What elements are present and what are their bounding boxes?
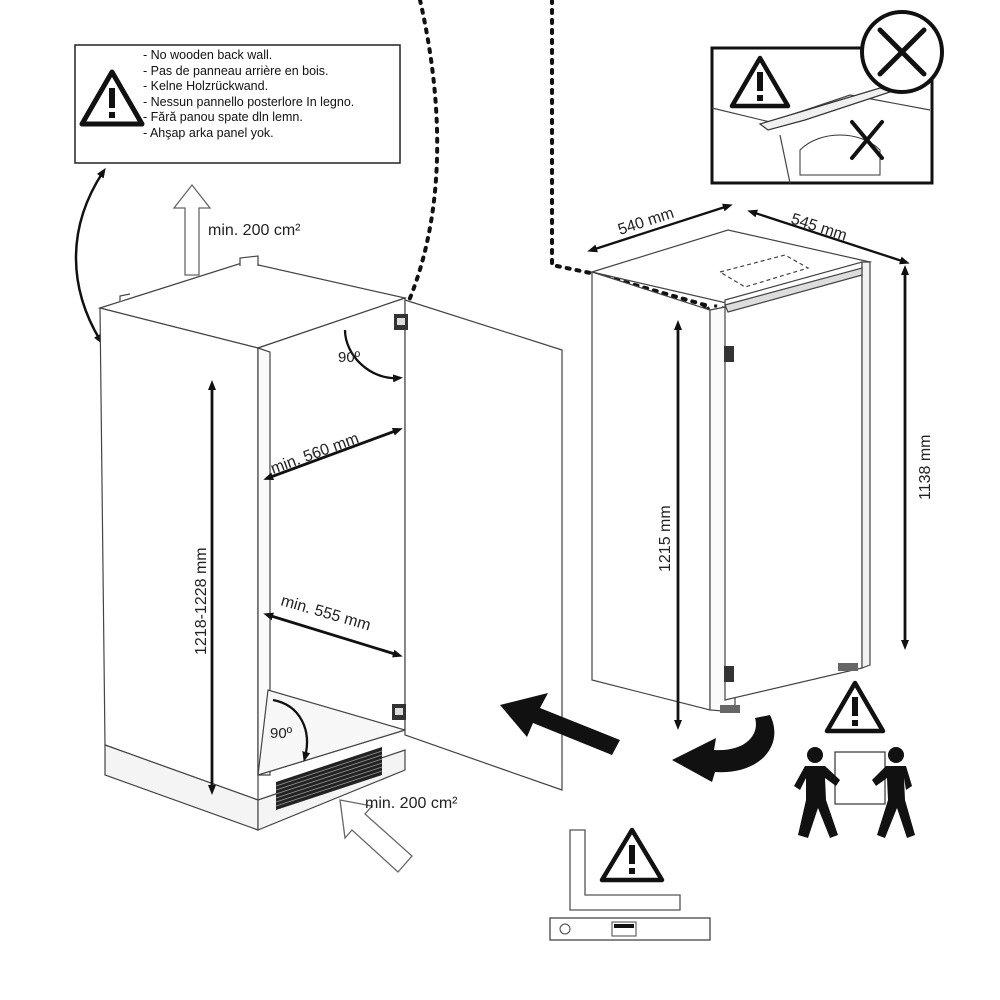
appliance-depth-label: 545 mm [789, 211, 849, 245]
angle-top-label: 90º [338, 349, 361, 366]
warning-line: - Nessun pannello posterlore In legno. [143, 94, 355, 109]
warning-text-list: - No wooden back wall. - Pas de panneau … [143, 48, 398, 142]
appliance-body [589, 229, 873, 713]
warning-line: - Pas de panneau arrière en bois. [143, 63, 329, 78]
cabinet-hinge-top [394, 314, 408, 330]
plinth-vent-grille [275, 747, 383, 810]
warning-triangle-icon [824, 680, 886, 734]
back-wall-pointer-arrow [74, 167, 106, 345]
cabinet-door [404, 299, 563, 791]
appliance-height-side-label: 1138 mm [917, 434, 934, 500]
niche-width-bottom-line [263, 612, 403, 658]
niche-height-label: 1218-1228 mm [193, 547, 210, 655]
warning-line: - Ahşap arka panel yok. [143, 125, 274, 140]
warning-triangle-icon [79, 69, 145, 127]
air-flow-arrow-icon [172, 183, 212, 276]
appliance-feet [720, 663, 858, 713]
appliance-width-line [587, 203, 733, 253]
cabinet-niche [97, 255, 408, 831]
niche-width-top-line [263, 427, 403, 481]
insert-arrow-icon [500, 693, 620, 755]
warning-line: - No wooden back wall. [143, 48, 273, 62]
warning-triangle-icon [729, 55, 791, 109]
vent-bottom-label: min. 200 cm² [365, 795, 458, 812]
rotate-arrow-icon [672, 715, 775, 782]
appliance-hinge-bottom [724, 666, 734, 682]
air-flow-arrow-icon [339, 799, 413, 873]
warning-line: - Fără panou spate dln lemn. [143, 110, 303, 125]
angle-bottom-label: 90º [270, 725, 293, 742]
angle-arc-bottom [272, 698, 311, 762]
vent-top-label: min. 200 cm² [208, 222, 301, 239]
warning-box [74, 44, 401, 164]
two-person-lift-icon [794, 747, 915, 838]
cabinet-hinge-bottom [392, 704, 406, 720]
prohibited-x-icon [860, 10, 944, 94]
prohibited-x-icon [850, 120, 884, 160]
warning-triangle-icon [599, 827, 665, 883]
warning-line: - Kelne Holzrückwand. [143, 79, 269, 94]
spirit-level-icon [549, 917, 711, 941]
appliance-depth-line [747, 209, 910, 265]
right-angle-square-icon [569, 829, 681, 911]
appliance-height-front-label: 1215 mm [657, 505, 674, 572]
appliance-hinge-top [724, 346, 734, 362]
angle-arc-top [343, 329, 403, 383]
